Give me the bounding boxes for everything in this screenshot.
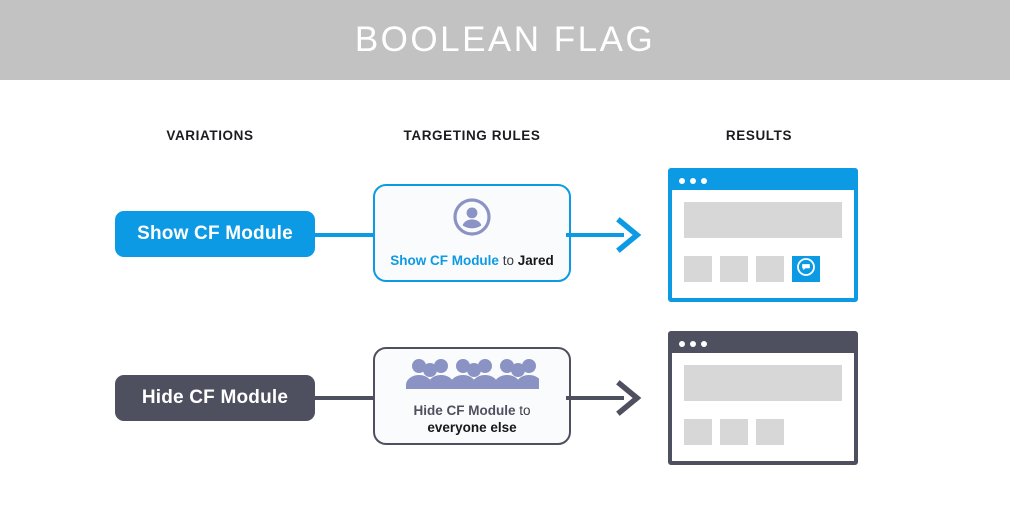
content-tile: [756, 256, 784, 282]
content-placeholder-block: [684, 202, 842, 238]
content-tile-row-1: [684, 256, 842, 282]
column-header-results: RESULTS: [725, 128, 793, 143]
targeting-rule-card-hide[interactable]: Hide CF Module to everyone else: [373, 347, 571, 445]
page-title: BOOLEAN FLAG: [354, 20, 656, 59]
column-header-variations: VARIATIONS: [166, 128, 254, 143]
arrow-head-icon-2: [616, 380, 642, 416]
connector-line-variation-to-rule-1: [300, 233, 376, 237]
variation-pill-show-cf-module[interactable]: Show CF Module: [115, 211, 315, 257]
targeting-rule-text-2: Hide CF Module to everyone else: [413, 402, 530, 436]
result-browser-window-show: [668, 168, 858, 302]
rule-action-label-2: Hide CF Module: [413, 402, 516, 418]
connector-line-rule-to-result-1: [566, 233, 624, 237]
connector-line-variation-to-rule-2: [300, 396, 376, 400]
cf-module-tile[interactable]: [792, 256, 820, 282]
window-dot-icon: [701, 178, 707, 184]
title-banner: BOOLEAN FLAG: [0, 0, 1010, 80]
single-user-icon: [452, 197, 492, 242]
window-dot-icon: [701, 341, 707, 347]
content-tile: [756, 419, 784, 445]
result-browser-window-hide: [668, 331, 858, 465]
arrow-head-icon-1: [616, 217, 642, 253]
content-placeholder-block: [684, 365, 842, 401]
connector-line-rule-to-result-2: [566, 396, 624, 400]
window-dot-icon: [690, 178, 696, 184]
content-tile: [720, 256, 748, 282]
window-dot-icon: [690, 341, 696, 347]
targeting-rule-card-show[interactable]: Show CF Module to Jared: [373, 184, 571, 282]
variation-pill-hide-cf-module[interactable]: Hide CF Module: [115, 375, 315, 421]
rule-audience-label-2: everyone else: [427, 419, 517, 435]
content-tile-row-2: [684, 419, 842, 445]
speech-bubble-icon: [796, 257, 816, 282]
column-header-targeting-rules: TARGETING RULES: [403, 128, 541, 143]
rule-audience-label-1: Jared: [517, 253, 554, 268]
crowd-of-people-icon: [405, 357, 542, 394]
browser-content-1: [672, 190, 854, 298]
rule-connector-label-1: to: [502, 253, 514, 268]
window-dot-icon: [679, 341, 685, 347]
rule-action-label-1: Show CF Module: [390, 253, 499, 268]
browser-content-2: [672, 353, 854, 461]
window-dot-icon: [679, 178, 685, 184]
targeting-rule-text-1: Show CF Module to Jared: [390, 252, 554, 269]
content-tile: [720, 419, 748, 445]
browser-title-bar-1: [672, 172, 854, 190]
content-tile: [684, 256, 712, 282]
rule-connector-label-2: to: [519, 402, 531, 418]
browser-title-bar-2: [672, 335, 854, 353]
content-tile: [684, 419, 712, 445]
